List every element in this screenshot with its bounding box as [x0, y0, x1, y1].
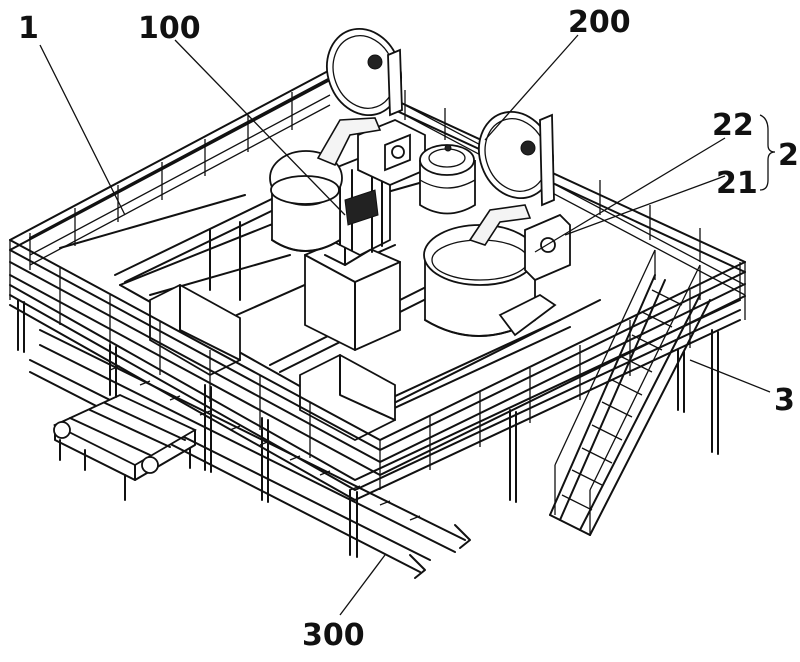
label-1: 1 — [18, 11, 39, 46]
label-300: 300 — [302, 618, 365, 653]
leader-lines — [39, 34, 776, 616]
label-200: 200 — [568, 5, 631, 40]
label-21: 21 — [716, 166, 758, 201]
label-22: 22 — [712, 108, 754, 143]
front-railing — [9, 239, 746, 490]
tank-left — [269, 27, 403, 252]
label-100: 100 — [138, 11, 201, 46]
transfer-cart — [52, 394, 197, 501]
rail-track — [29, 329, 471, 579]
label-2: 2 — [778, 138, 799, 173]
label-3: 3 — [774, 383, 795, 418]
staircase — [549, 249, 711, 536]
middle-drum — [419, 144, 476, 215]
tank-right — [423, 110, 571, 337]
